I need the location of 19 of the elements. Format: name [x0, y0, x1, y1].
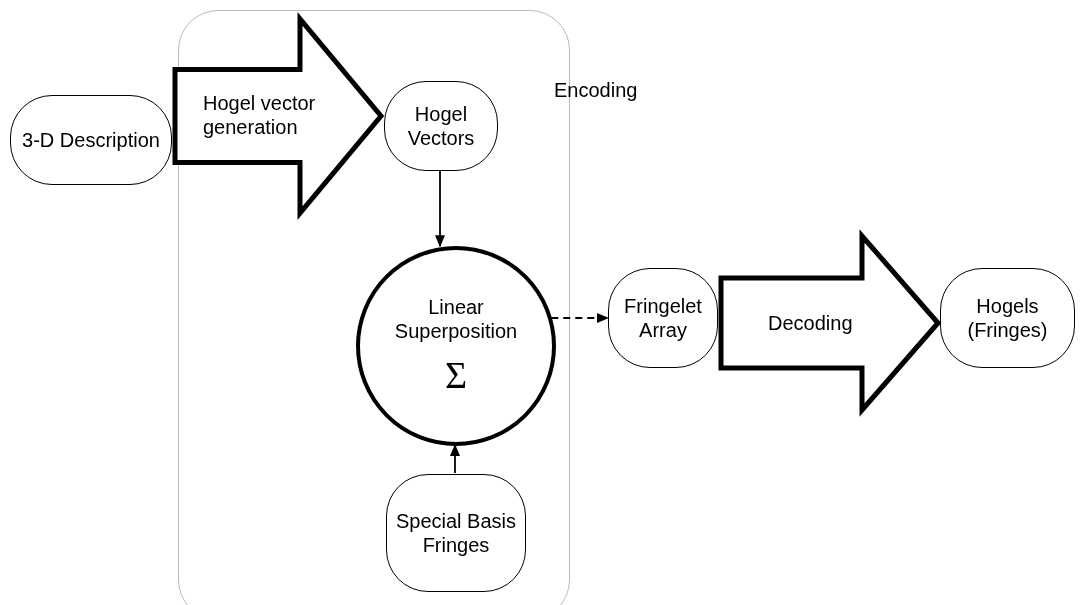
arrow	[450, 444, 460, 474]
node-text: Hogel Vectors	[406, 102, 476, 150]
rounded-box	[940, 268, 1075, 368]
rounded-box	[608, 268, 718, 368]
block-arrow	[172, 12, 385, 220]
block-arrow	[718, 229, 942, 417]
arrow	[435, 169, 445, 248]
rounded-box	[386, 474, 526, 592]
node-text: 3-D Description	[21, 128, 161, 152]
node-text: Linear Superposition	[393, 295, 519, 343]
sigma-symbol: Σ	[444, 353, 468, 397]
node-text: Hogels (Fringes)	[966, 294, 1049, 342]
region-title: Encoding	[554, 78, 638, 102]
rounded-box	[10, 95, 172, 185]
node-text: Special Basis Fringes	[394, 509, 518, 557]
edge-label: Decoding	[768, 311, 854, 335]
arrow	[550, 313, 609, 323]
node-text: Fringelet Array	[623, 294, 703, 342]
edge-label: Hogel vector generation	[203, 91, 317, 139]
